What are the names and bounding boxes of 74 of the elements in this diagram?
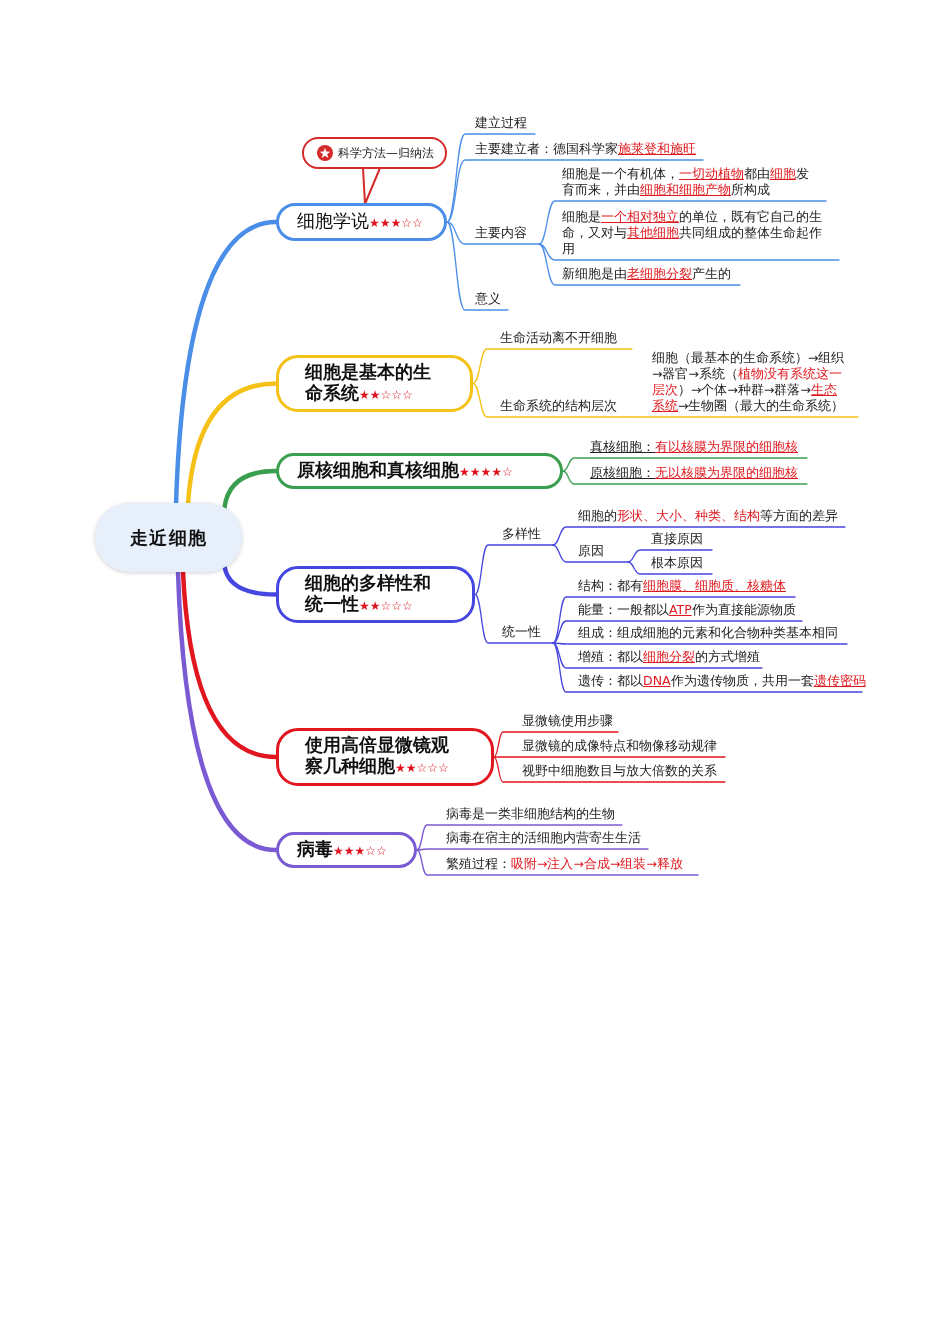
connector-line <box>472 348 633 385</box>
connector-line <box>472 382 627 418</box>
connector-line <box>552 544 629 563</box>
connector-line <box>493 756 726 783</box>
subtopic-label: 真核细胞：有以核膜为界限的细胞核 <box>574 439 807 459</box>
connector-line <box>627 561 713 575</box>
connector-line <box>446 159 704 223</box>
topic-pill <box>276 728 494 786</box>
connector-line <box>416 848 649 851</box>
connector-line <box>552 642 763 669</box>
star-rating: ★★★☆☆ <box>333 843 387 858</box>
connector-line <box>552 642 863 693</box>
subtopic-label: 建立过程 <box>465 115 535 135</box>
connector-line <box>552 526 846 546</box>
central-topic: 走近细胞 <box>95 503 242 572</box>
subtopic-label: 细胞是一个相对独立的单位，既有它自己的生命，又对与其他细胞共同组成的整体生命起作用 <box>555 209 839 261</box>
subtopic-label: 繁殖过程：吸附→注入→合成→组装→释放 <box>427 856 698 876</box>
topic-pill <box>276 355 473 412</box>
connector-line <box>562 470 808 485</box>
subtopic-label: 新细胞是由老细胞分裂产生的 <box>555 266 740 286</box>
subtopic-label: 根本原因 <box>640 555 712 575</box>
subtopic-label: 细胞的形状、大小、种类、结构等方面的差异 <box>566 508 845 528</box>
topic-title: 细胞学说 <box>297 210 369 231</box>
subtopic-label: 统一性 <box>488 624 553 644</box>
topic-title: 使用高倍显微镜观察几种细胞★★☆☆☆ <box>305 735 450 778</box>
subtopic-label: 直接原因 <box>640 531 712 551</box>
connector-line <box>446 221 540 245</box>
connector-line <box>538 243 840 261</box>
topic-title: 病毒 <box>297 838 333 859</box>
subtopic-label: 主要内容 <box>465 225 539 245</box>
star-rating: ★★★☆☆ <box>369 215 423 230</box>
connector-line <box>552 596 796 644</box>
connector-line <box>538 200 827 245</box>
subtopic-label: 原核细胞：无以核膜为界限的细胞核 <box>574 465 807 485</box>
star-rating: ★★★★☆ <box>459 464 513 479</box>
subtopic-label: 结构：都有细胞膜、细胞质、核糖体 <box>566 578 795 598</box>
subtopic-label: 组成：组成细胞的元素和化合物种类基本相同 <box>566 625 847 645</box>
connector-line <box>552 620 803 644</box>
subtopic-label: 显微镜使用步骤 <box>503 713 618 733</box>
subtopic-label: 生命系统的结构层次 <box>487 398 626 418</box>
callout-text: 科学方法—归纳法 <box>338 144 434 162</box>
callout-bubble <box>302 137 447 169</box>
connector-line <box>538 243 741 286</box>
connector-line <box>493 731 619 758</box>
connector-line <box>416 849 699 876</box>
connector-line <box>416 824 623 851</box>
topic-pill <box>276 566 475 623</box>
connector-line <box>625 416 859 418</box>
connector-line <box>474 544 554 596</box>
callout-tail <box>362 167 381 205</box>
topic-pill <box>276 832 417 868</box>
subtopic-label: 主要建立者：德国科学家施莱登和施旺 <box>465 141 703 161</box>
connector-line <box>627 549 713 563</box>
topic-title: 细胞的多样性和统一性★★☆☆☆ <box>305 572 431 616</box>
subtopic-label: 细胞是一个有机体，一切动植物都由细胞发育而来，并由细胞和细胞产物所构成 <box>555 166 826 202</box>
subtopic-label: 病毒在宿主的活细胞内营寄生生活 <box>427 830 648 850</box>
subtopic-label: 生命活动离不开细胞 <box>487 330 632 350</box>
topic-title: 细胞是基本的生命系统★★☆☆☆ <box>305 361 431 405</box>
topic-pill <box>276 453 563 489</box>
subtopic-label: 能量：一般都以ATP作为直接能源物质 <box>566 602 802 622</box>
subtopic-label: 视野中细胞数目与放大倍数的关系 <box>503 763 725 783</box>
subtopic-label: 增殖：都以细胞分裂的方式增殖 <box>566 649 762 669</box>
subtopic-label: 原因 <box>566 543 628 563</box>
topic-pill <box>276 203 447 241</box>
connector-line <box>562 457 808 472</box>
subtopic-label: 多样性 <box>488 526 553 546</box>
connector-line <box>474 593 554 644</box>
connector-line <box>552 642 848 645</box>
connector-line <box>446 221 509 311</box>
subtopic-label: 显微镜的成像特点和物像移动规律 <box>503 738 725 758</box>
connector-line <box>493 756 726 758</box>
subtopic-label: 意义 <box>465 291 508 311</box>
subtopic-label: 病毒是一类非细胞结构的生物 <box>427 806 622 826</box>
topic-title: 原核细胞和真核细胞 <box>297 459 459 480</box>
